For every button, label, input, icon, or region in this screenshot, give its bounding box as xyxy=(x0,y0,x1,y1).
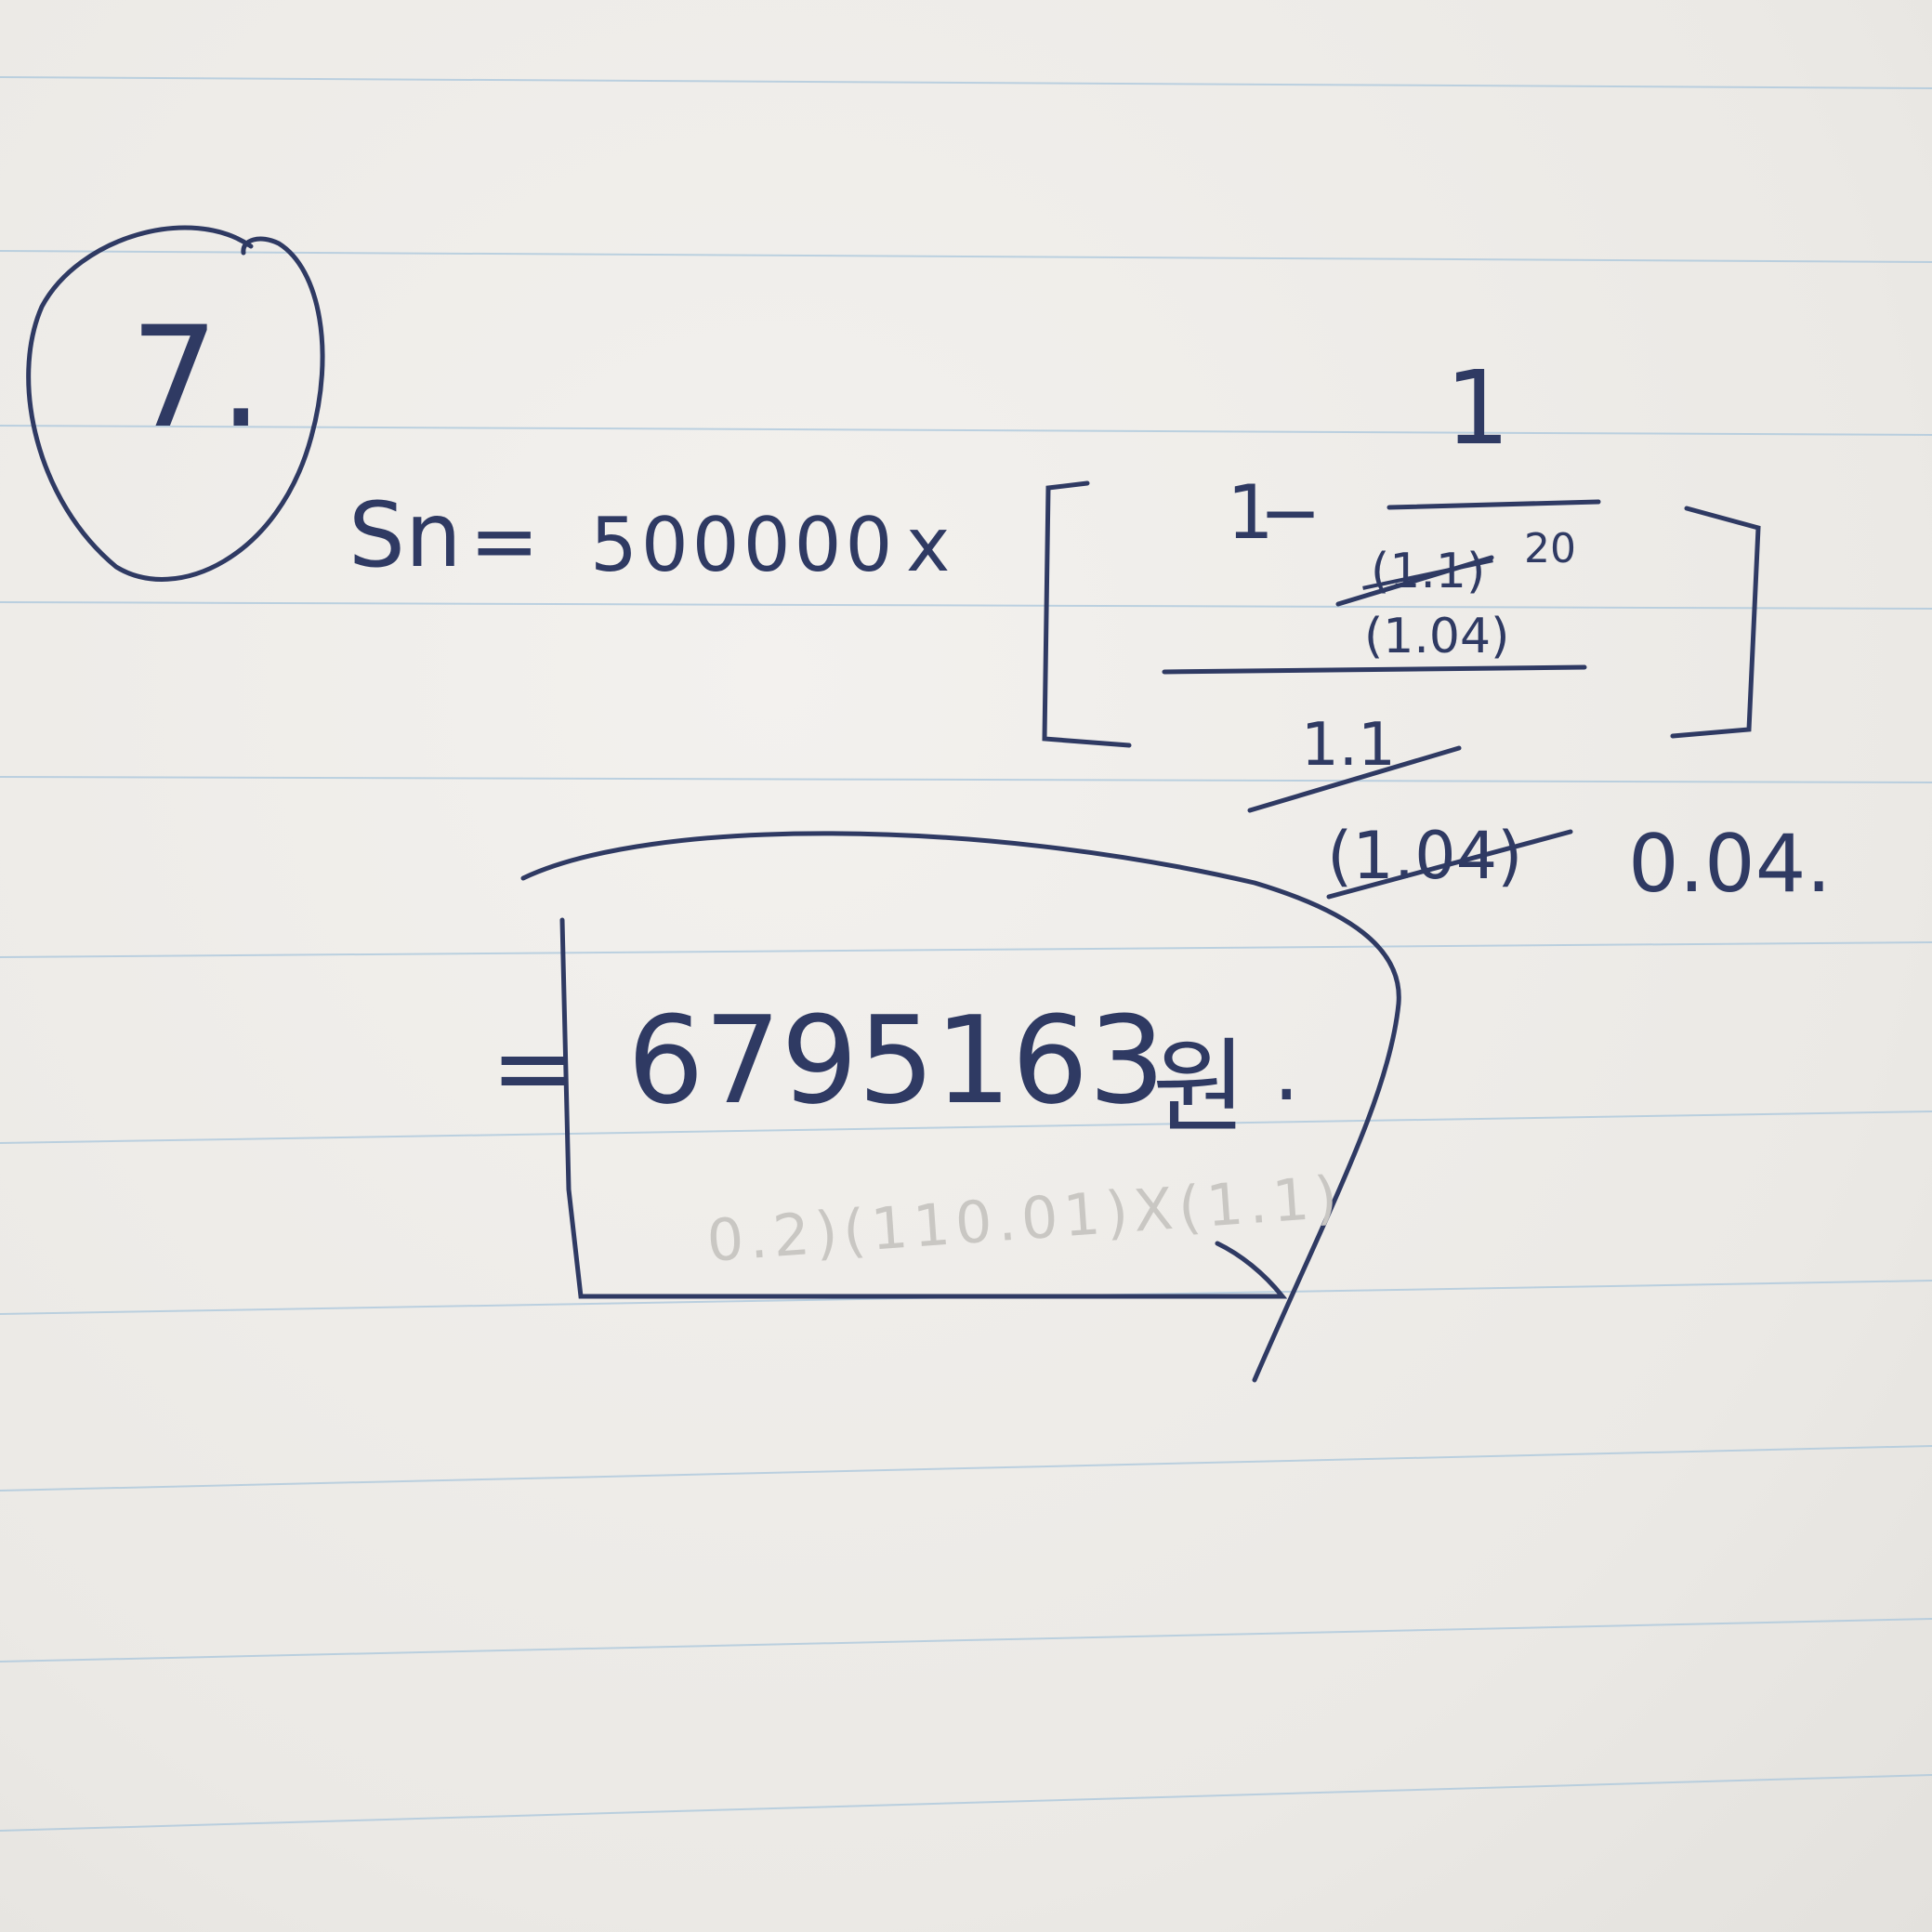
equals-sign: = xyxy=(469,493,540,590)
problem-number: 7. xyxy=(130,297,264,459)
rate: 0.04. xyxy=(1628,818,1832,911)
crossed-alt: (1.04) xyxy=(1327,818,1523,894)
inner-one: 1 xyxy=(1227,469,1274,556)
exponent: 20 xyxy=(1524,525,1576,572)
right-bracket xyxy=(1670,506,1761,739)
crossed-denominator: 1.1 xyxy=(1301,711,1396,780)
lhs-sn: Sn xyxy=(348,483,462,587)
problem-circle xyxy=(26,225,325,582)
inner-fraction-bar xyxy=(1387,499,1601,510)
answer-box xyxy=(520,831,1401,1383)
answer-unit: 원 xyxy=(1152,1028,1247,1147)
base-rewrite: (1.04) xyxy=(1364,609,1510,664)
principal: 500000 xyxy=(590,502,897,588)
crossed-base: (1.1) xyxy=(1371,544,1486,599)
answer-period: . xyxy=(1273,1022,1300,1120)
minus-sign: − xyxy=(1259,469,1322,556)
times-sign: x xyxy=(906,502,951,588)
main-fraction-bar xyxy=(1162,664,1587,675)
strike-1-04 xyxy=(1326,829,1573,900)
answer-equals: = xyxy=(491,1008,577,1127)
strike-1-1 xyxy=(1247,745,1462,813)
left-bracket xyxy=(1042,480,1132,748)
numerator-one: 1 xyxy=(1445,348,1510,467)
answer-amount: 6795163 xyxy=(627,990,1165,1131)
